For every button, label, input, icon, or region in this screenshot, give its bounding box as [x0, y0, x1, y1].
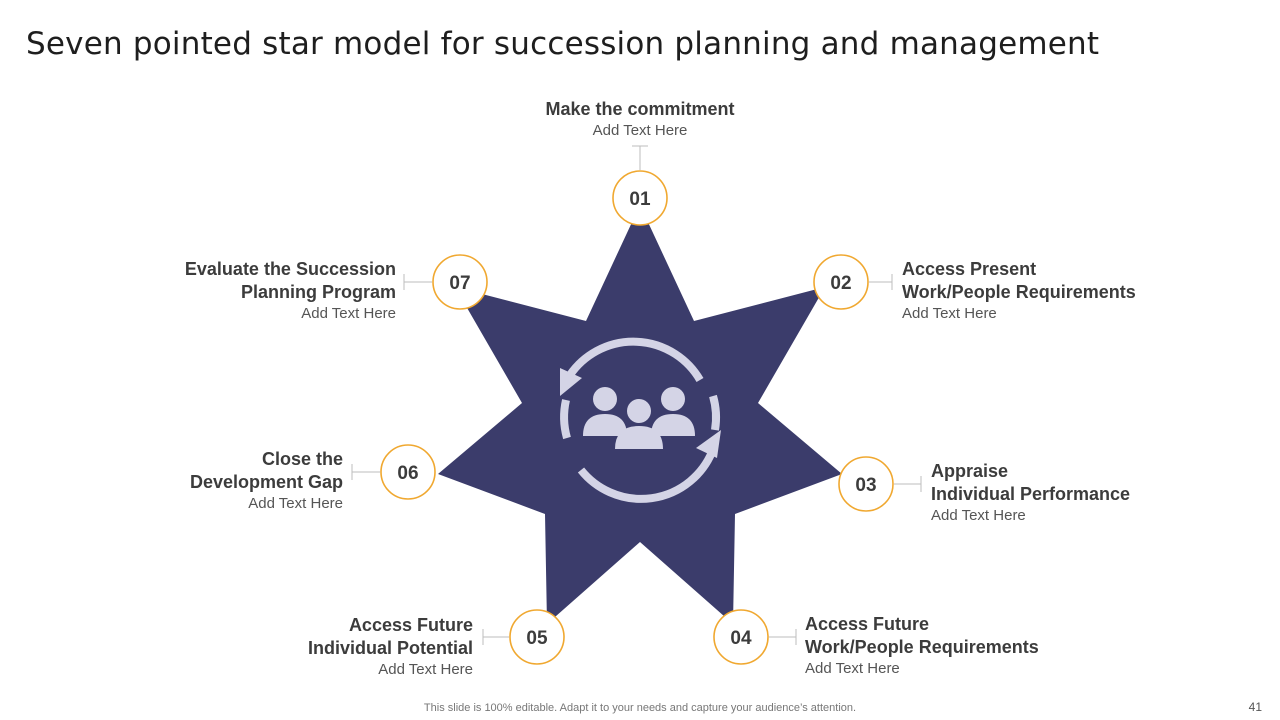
- step-number-05: 05: [526, 628, 548, 649]
- step-heading-07: Evaluate the Succession Planning Program: [184, 259, 396, 302]
- step-sub-03: Add Text Here: [931, 507, 1026, 524]
- footer-note: This slide is 100% editable. Adapt it to…: [423, 702, 857, 714]
- step-badge-02: 02: [813, 254, 869, 310]
- step-number-02: 02: [830, 273, 851, 294]
- step-label-05: Access Future Individual Potential Add T…: [173, 614, 473, 680]
- step-label-07: Evaluate the Succession Planning Program…: [46, 258, 396, 324]
- step-sub-02: Add Text Here: [902, 305, 997, 322]
- step-label-02: Access Present Work/People Requirements …: [902, 258, 1202, 324]
- step-sub-06: Add Text Here: [248, 495, 343, 512]
- step-sub-04: Add Text Here: [805, 660, 900, 677]
- step-heading-04: Access Future Work/People Requirements: [805, 614, 1039, 657]
- step-number-06: 06: [397, 463, 418, 484]
- step-badge-07: 07: [432, 254, 488, 310]
- step-heading-03: Appraise Individual Performance: [931, 461, 1131, 504]
- step-label-06: Close the Development Gap Add Text Here: [43, 448, 343, 514]
- step-number-04: 04: [730, 628, 752, 649]
- step-label-01: Make the commitment Add Text Here: [490, 98, 790, 141]
- step-sub-01: Add Text Here: [592, 122, 688, 139]
- step-badge-04: 04: [713, 609, 769, 665]
- step-number-03: 03: [855, 475, 876, 496]
- step-label-04: Access Future Work/People Requirements A…: [805, 613, 1105, 679]
- step-number-01: 01: [629, 189, 651, 210]
- step-badge-01: 01: [612, 170, 668, 226]
- step-heading-06: Close the Development Gap: [189, 449, 343, 492]
- step-badge-03: 03: [838, 456, 894, 512]
- page-number: 41: [1248, 700, 1262, 714]
- step-sub-05: Add Text Here: [378, 661, 473, 678]
- step-heading-01: Make the commitment: [545, 99, 735, 119]
- step-badge-05: 05: [509, 609, 565, 665]
- connector-lines: [351, 145, 922, 645]
- step-number-07: 07: [449, 273, 470, 294]
- step-heading-02: Access Present Work/People Requirements: [902, 259, 1136, 302]
- step-badge-06: 06: [380, 444, 436, 500]
- step-sub-07: Add Text Here: [301, 305, 396, 322]
- step-label-03: Appraise Individual Performance Add Text…: [931, 460, 1231, 526]
- step-heading-05: Access Future Individual Potential: [307, 615, 473, 658]
- team-cycle-icon: [560, 337, 721, 503]
- slide-title: Seven pointed star model for succession …: [26, 26, 1100, 62]
